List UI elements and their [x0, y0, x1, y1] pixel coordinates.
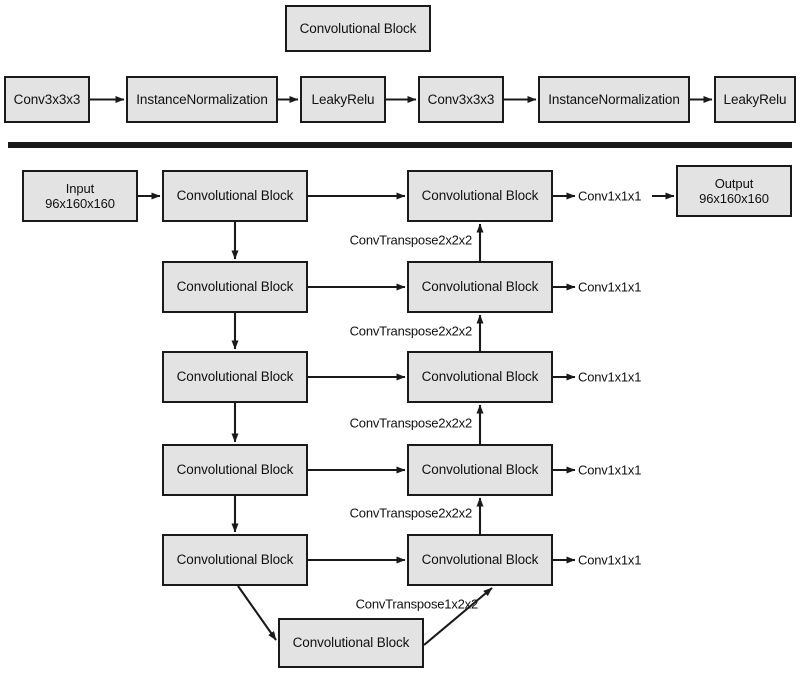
legend-box-label: InstanceNormalization [548, 91, 680, 107]
decoder-block-4: Convolutional Block [407, 444, 553, 496]
decoder-block-3: Convolutional Block [407, 351, 553, 403]
legend-box-label: InstanceNormalization [136, 91, 268, 107]
input-node: Input 96x160x160 [22, 170, 138, 222]
encoder-block-5: Convolutional Block [162, 534, 308, 586]
output-label-line2: 96x160x160 [699, 191, 769, 206]
legend-box-instancenorm-1: InstanceNormalization [126, 76, 278, 123]
head-label-5: Conv1x1x1 [578, 552, 642, 568]
output-node: Output 96x160x160 [676, 165, 792, 217]
legend-box-label: Conv3x3x3 [13, 91, 81, 107]
encoder-block-label: Convolutional Block [176, 462, 294, 478]
decoder-block-label: Convolutional Block [421, 462, 539, 478]
section-divider [8, 142, 792, 148]
legend-box-label: LeakyRelu [311, 91, 375, 107]
legend-box-instancenorm-2: InstanceNormalization [538, 76, 690, 123]
decoder-block-label: Convolutional Block [421, 369, 539, 385]
head-label-3: Conv1x1x1 [578, 369, 642, 385]
legend-box-label: Conv3x3x3 [427, 91, 495, 107]
output-label-line1: Output [714, 175, 754, 191]
legend-title-label: Convolutional Block [299, 20, 417, 36]
head-label-2: Conv1x1x1 [578, 279, 642, 295]
legend-box-conv3x3x3-1: Conv3x3x3 [4, 76, 90, 123]
encoder-block-label: Convolutional Block [176, 279, 294, 295]
encoder-block-4: Convolutional Block [162, 444, 308, 496]
decoder-block-1: Convolutional Block [407, 170, 553, 222]
decoder-block-label: Convolutional Block [421, 188, 539, 204]
encoder-block-label: Convolutional Block [176, 188, 294, 204]
head-label-1: Conv1x1x1 [578, 188, 642, 204]
encoder-block-2: Convolutional Block [162, 261, 308, 313]
legend-box-leakyrelu-2: LeakyRelu [714, 76, 796, 123]
decoder-block-label: Convolutional Block [421, 279, 539, 295]
legend-box-conv3x3x3-2: Conv3x3x3 [418, 76, 504, 123]
edge-encoder5-to-bottleneck [237, 585, 277, 641]
legend-box-leakyrelu-1: LeakyRelu [300, 76, 386, 123]
decoder-block-2: Convolutional Block [407, 261, 553, 313]
input-label-line2: 96x160x160 [45, 196, 115, 211]
decoder-block-5: Convolutional Block [407, 534, 553, 586]
decoder-block-label: Convolutional Block [421, 552, 539, 568]
input-label-line1: Input [65, 180, 95, 196]
legend-title-block: Convolutional Block [285, 5, 431, 52]
upsample-label-1: ConvTranspose2x2x2 [349, 232, 473, 248]
upsample-label-4: ConvTranspose2x2x2 [349, 505, 473, 521]
bottleneck-block: Convolutional Block [278, 618, 424, 668]
head-label-4: Conv1x1x1 [578, 462, 642, 478]
upsample-label-2: ConvTranspose2x2x2 [349, 323, 473, 339]
upsample-label-3: ConvTranspose2x2x2 [349, 415, 473, 431]
encoder-block-3: Convolutional Block [162, 351, 308, 403]
bottleneck-block-label: Convolutional Block [292, 635, 410, 651]
encoder-block-label: Convolutional Block [176, 552, 294, 568]
encoder-block-label: Convolutional Block [176, 369, 294, 385]
legend-box-label: LeakyRelu [723, 91, 787, 107]
encoder-block-1: Convolutional Block [162, 170, 308, 222]
upsample-label-5: ConvTranspose1x2x2 [355, 596, 479, 612]
